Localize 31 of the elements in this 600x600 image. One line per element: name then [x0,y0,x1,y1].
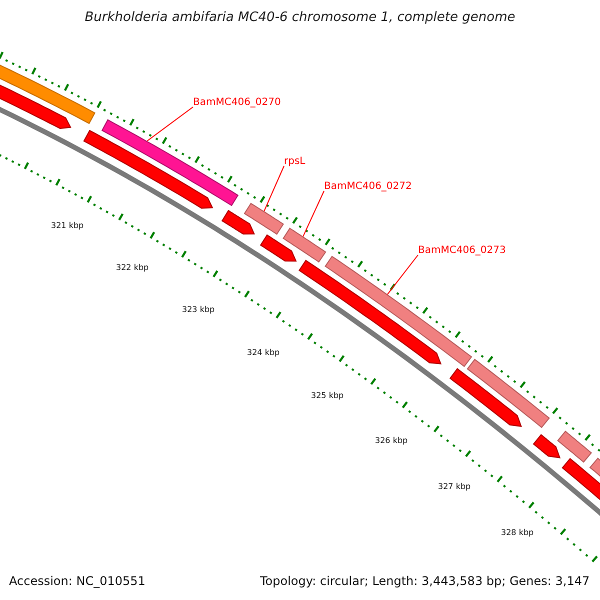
gene-label: rpsL [284,156,306,167]
gene-bar [466,358,550,428]
accession-text: Accession: NC_010551 [9,574,146,588]
scale-label: 328 kbp [501,528,534,537]
gene-label: BamMC406_0270 [193,97,281,108]
leader-line [264,166,284,212]
gene-bar [557,430,592,463]
gene-bar [324,256,472,368]
forward-gene-block [83,130,214,209]
scale-label: 327 kbp [438,482,471,491]
gene-bar [244,202,284,235]
forward-gene-block [532,434,561,458]
scale-label: 326 kbp [375,436,408,445]
leader-line [146,106,194,142]
scale-label: 321 kbp [51,221,84,230]
scale-label: 322 kbp [116,263,149,272]
title: Burkholderia ambifaria MC40-6 chromosome 1, complete genome [84,10,516,25]
scale-label: 324 kbp [247,348,280,357]
leader-line [302,190,324,237]
gene-bar [101,119,239,206]
forward-gene-block [298,260,442,364]
forward-gene-block [260,234,297,262]
scale-label: 325 kbp [311,391,344,400]
forward-gene-block [449,368,522,427]
gene-label: BamMC406_0273 [418,245,506,256]
genome-info-text: Topology: circular; Length: 3,443,583 bp; Genes: 3,147 [260,574,590,588]
gene-label: BamMC406_0272 [324,181,412,192]
scale-label: 323 kbp [182,305,215,314]
leader-line [387,254,418,295]
gene-bar [282,228,326,263]
forward-gene-block [221,210,255,234]
